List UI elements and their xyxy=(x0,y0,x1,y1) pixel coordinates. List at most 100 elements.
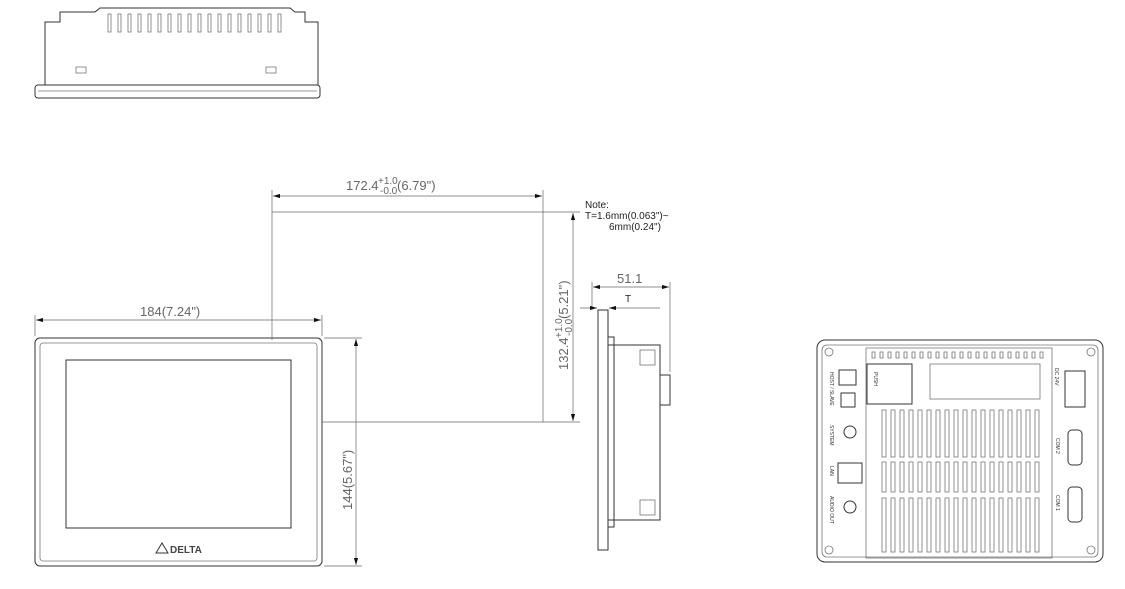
vent-slot xyxy=(1016,409,1022,458)
vent-slot xyxy=(989,409,995,458)
power-terminal xyxy=(1064,370,1086,408)
vent-slot xyxy=(917,409,923,458)
vent-fin xyxy=(217,13,222,33)
svg-text:+1.0: +1.0 xyxy=(554,318,565,338)
vent-slot xyxy=(971,461,977,493)
height-label: 144(5.67") xyxy=(340,450,355,510)
svg-text:172.4: 172.4 xyxy=(346,178,379,193)
vent-fin xyxy=(257,13,262,33)
vent-slot xyxy=(895,351,900,359)
lan-port xyxy=(837,462,863,484)
vent-slot xyxy=(881,409,887,458)
vent-slot xyxy=(911,351,916,359)
vent-fin xyxy=(157,13,162,33)
vent-fin xyxy=(117,13,122,33)
vent-slot xyxy=(1034,409,1040,458)
vent-slot xyxy=(919,351,924,359)
vent-slot xyxy=(926,497,932,553)
vent-slot xyxy=(1025,461,1031,493)
vent-slot xyxy=(989,497,995,553)
vent-slot xyxy=(890,497,896,553)
front-view: DELTA xyxy=(34,337,323,567)
vent-slot xyxy=(899,497,905,553)
vent-slot xyxy=(983,351,988,359)
vent-slot xyxy=(1034,497,1040,553)
svg-text:COM 1: COM 1 xyxy=(1054,495,1060,511)
vent-fin xyxy=(147,13,152,33)
usb-b-port xyxy=(840,392,856,408)
vent-slot xyxy=(1007,461,1013,493)
vent-slot xyxy=(980,497,986,553)
vent-slot xyxy=(953,409,959,458)
vent-slot xyxy=(926,409,932,458)
vent-slot xyxy=(962,497,968,553)
vent-slot xyxy=(944,409,950,458)
com1-port xyxy=(1067,486,1083,523)
vent-slot xyxy=(935,351,940,359)
cutout-height-label: 132.4 +1.0 -0.0 (5.21") xyxy=(554,280,575,370)
top-view xyxy=(34,7,321,99)
side-view: 51.1 T xyxy=(580,271,671,551)
vent-slot xyxy=(890,461,896,493)
vent-slot xyxy=(951,351,956,359)
vent-slot xyxy=(943,351,948,359)
vent-slot xyxy=(999,351,1004,359)
vent-slot xyxy=(1007,497,1013,553)
vent-slot xyxy=(917,461,923,493)
vent-slot xyxy=(881,461,887,493)
vent-slot xyxy=(908,461,914,493)
vent-slot xyxy=(953,497,959,553)
vent-slot xyxy=(944,497,950,553)
com2-port xyxy=(1067,429,1083,466)
vent-fin xyxy=(227,13,232,33)
vent-slot xyxy=(980,461,986,493)
vent-fin xyxy=(247,13,252,33)
vent-slot xyxy=(991,351,996,359)
vent-slot xyxy=(971,409,977,458)
vent-fin xyxy=(167,13,172,33)
depth-label: 51.1 xyxy=(617,271,642,286)
vent-slot xyxy=(871,351,876,359)
vent-slot xyxy=(890,409,896,458)
rear-view: PUSH HOST / SLAVE SYSTEM LAN AUDIO OUT D… xyxy=(816,339,1104,563)
svg-text:COM 2: COM 2 xyxy=(1054,438,1060,454)
vent-slot xyxy=(935,461,941,493)
vent-slot xyxy=(1015,351,1020,359)
sd-card-cover xyxy=(866,363,913,405)
thickness-label: T xyxy=(625,294,631,305)
svg-text:PUSH: PUSH xyxy=(872,372,878,386)
vent-slot xyxy=(971,497,977,553)
svg-text:(6.79"): (6.79") xyxy=(397,178,436,193)
vent-slot xyxy=(881,497,887,553)
usb-a-port xyxy=(838,369,857,386)
vent-fin xyxy=(267,13,272,33)
vent-slot xyxy=(1023,351,1028,359)
svg-text:-0.0: -0.0 xyxy=(564,318,575,336)
cutout-width-label: 172.4 +1.0 -0.0 (6.79") xyxy=(346,176,436,197)
svg-text:-0.0: -0.0 xyxy=(380,186,398,197)
system-button xyxy=(843,425,857,439)
note: Note: T=1.6mm(0.063")~ 6mm(0.24") xyxy=(585,200,669,233)
vent-slot xyxy=(975,351,980,359)
vent-slot xyxy=(879,351,884,359)
vent-slot xyxy=(962,409,968,458)
svg-text:LAN: LAN xyxy=(828,466,834,476)
vent-slot xyxy=(1007,351,1012,359)
vent-slot xyxy=(989,461,995,493)
vent-fin xyxy=(207,13,212,33)
vent-slot xyxy=(1034,461,1040,493)
vent-slot xyxy=(967,351,972,359)
vent-fin xyxy=(177,13,182,33)
vent-slot xyxy=(899,409,905,458)
svg-text:T=1.6mm(0.063")~: T=1.6mm(0.063")~ xyxy=(585,211,669,222)
vent-slot xyxy=(980,409,986,458)
vent-fin xyxy=(127,13,132,33)
delta-logo-icon xyxy=(155,542,169,554)
svg-text:Note:: Note: xyxy=(585,200,609,211)
vent-slot xyxy=(935,497,941,553)
vent-slot xyxy=(1025,497,1031,553)
vent-slot xyxy=(1007,409,1013,458)
svg-text:132.4: 132.4 xyxy=(556,337,571,370)
audio-port xyxy=(843,500,857,514)
